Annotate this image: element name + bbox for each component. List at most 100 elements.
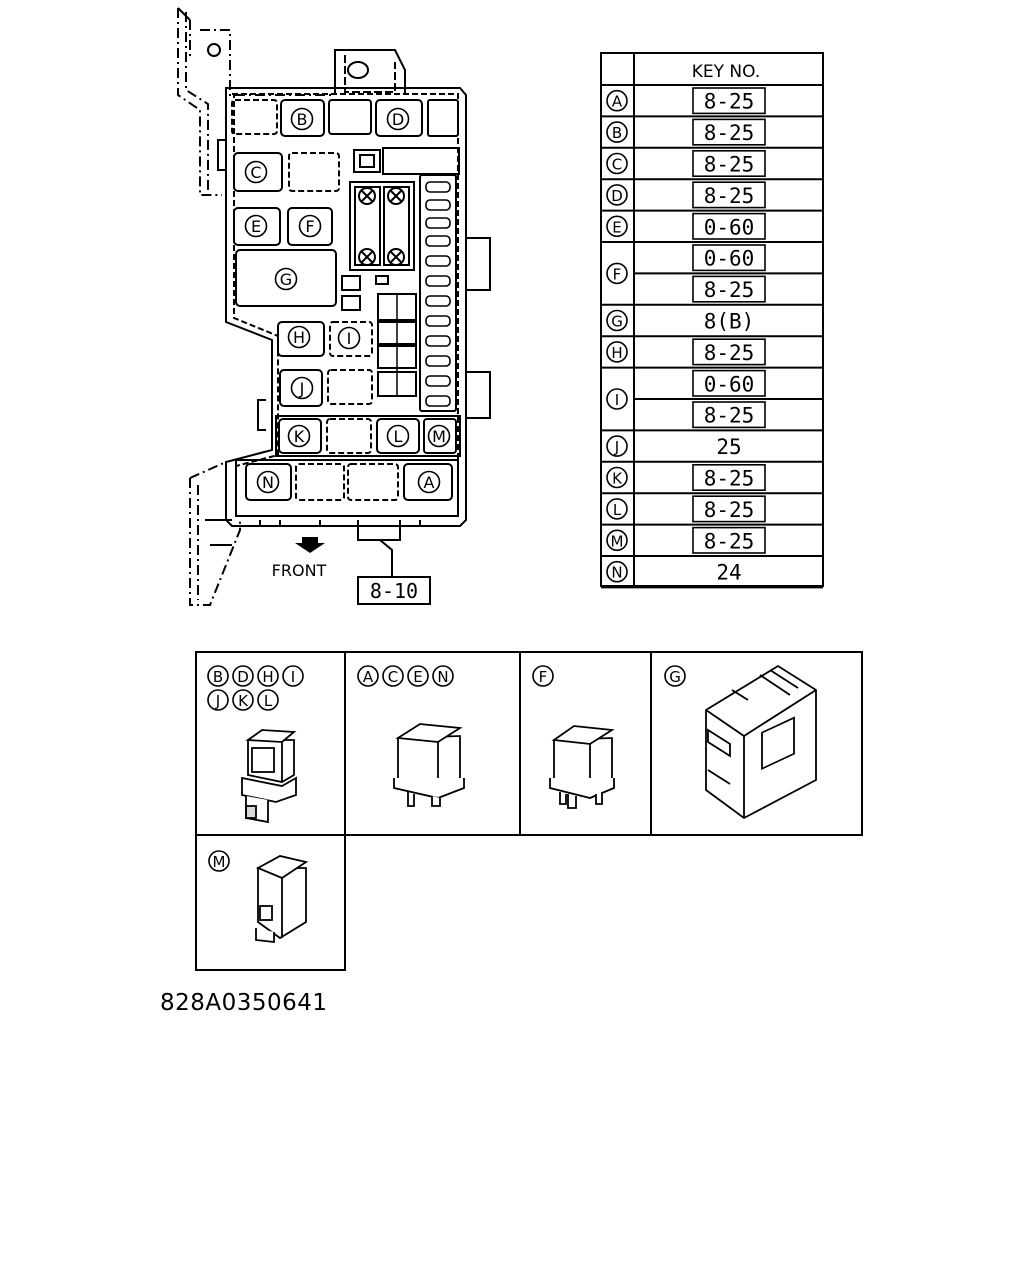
key-letter: I [615, 391, 619, 409]
key-letter-circle [606, 121, 628, 143]
front-label: FRONT [272, 561, 327, 580]
svg-text:8-10: 8-10 [370, 579, 418, 603]
svg-text:C: C [250, 163, 261, 182]
relay-letter: N [437, 668, 448, 686]
key-value-box [692, 212, 766, 240]
svg-text:J: J [299, 379, 305, 398]
relay-panel-4-labels: G [664, 665, 686, 687]
key-value-box [692, 87, 766, 115]
relay-letter-circle [257, 689, 279, 711]
box-label-m: M [427, 424, 451, 448]
box-label-c: C [244, 160, 268, 184]
key-table-row-n: N 24 [601, 560, 823, 589]
svg-text:A: A [424, 473, 435, 492]
relay-letter: L [264, 692, 273, 710]
key-value-box [692, 338, 766, 366]
key-table-row-b: B 8-25 [601, 118, 823, 149]
key-value: 0-60 [704, 372, 755, 396]
relay-letter-circle [232, 689, 254, 711]
box-label-i: I [337, 326, 361, 350]
box-label-f: F [298, 214, 322, 238]
key-letter: A [612, 93, 623, 111]
key-value-box [692, 118, 766, 146]
key-letter: B [612, 124, 622, 142]
key-value: 0-60 [704, 247, 755, 271]
key-letter-circle [606, 560, 628, 583]
key-value-box [692, 526, 766, 554]
key-letter-circle [606, 152, 628, 175]
key-value: 8-25 [704, 153, 755, 177]
key-table-row-m: M 8-25 [601, 526, 823, 557]
relay-panel-3-labels: F [532, 665, 554, 687]
key-value-box [692, 463, 766, 491]
key-letter: J [614, 438, 619, 456]
key-value: 24 [716, 561, 741, 585]
key-letter: C [612, 156, 622, 174]
relay-letter: B [213, 668, 223, 686]
key-value: 8-25 [704, 529, 755, 553]
key-letter: K [612, 470, 623, 488]
relay-letter: K [238, 692, 249, 710]
key-table-row-a: A 8-25 [601, 87, 823, 118]
relay-letter-circle [407, 665, 429, 687]
key-letter: D [611, 187, 623, 205]
key-letter: M [611, 532, 624, 550]
relay-letter: J [215, 692, 220, 710]
key-value-box [692, 369, 766, 397]
box-letter-labels: A B C D E F G H I J K L M N [244, 107, 451, 494]
key-table-row-c: C 8-25 [601, 150, 823, 181]
front-arrow-icon [295, 537, 325, 553]
key-value: 8-25 [704, 90, 755, 114]
relay-letter: A [363, 668, 374, 686]
box-label-e: E [244, 214, 268, 238]
box-label-l: L [386, 424, 410, 448]
key-table-row-k: K 8-25 [601, 463, 823, 495]
key-value: 8-25 [704, 121, 755, 145]
key-letter-circle [606, 435, 628, 457]
svg-text:D: D [392, 110, 404, 129]
svg-text:K: K [294, 427, 305, 446]
key-letter-circle [606, 529, 628, 552]
key-value-box [692, 181, 766, 209]
relay-letter-circle [382, 665, 404, 687]
box-label-a: A [417, 470, 441, 494]
key-letter: H [611, 344, 622, 362]
relay-letter: G [669, 668, 681, 686]
key-letter: L [613, 501, 622, 519]
relay-letter-circle [232, 665, 254, 687]
svg-text:H: H [293, 328, 305, 347]
key-table-row-f: F0-608-25 [601, 244, 823, 306]
box-label-n: N [256, 470, 280, 494]
key-value: 8-25 [704, 467, 755, 491]
key-letter-circle [606, 89, 628, 112]
relay-letter: H [262, 668, 273, 686]
key-letter-circle [606, 184, 628, 206]
svg-text:N: N [262, 473, 274, 492]
relay-square-3-pin-icon [549, 725, 615, 809]
svg-text:I: I [347, 329, 352, 348]
key-letter: F [613, 265, 622, 283]
key-value: 8-25 [704, 404, 755, 428]
fuse-box-components [231, 99, 461, 517]
key-table-header: KEY NO. [692, 62, 761, 82]
relay-letter-circle [357, 665, 379, 687]
key-letter: N [611, 564, 622, 582]
svg-text:G: G [280, 270, 292, 289]
relay-square-4-pin-icon [393, 723, 465, 807]
key-value-box [692, 150, 766, 178]
box-label-g: G [274, 267, 298, 291]
key-value-box [692, 401, 766, 429]
svg-text:L: L [394, 427, 403, 446]
svg-text:F: F [305, 217, 314, 236]
relay-letter-circle [207, 689, 229, 711]
relay-panel-5-labels: M [208, 850, 230, 872]
relay-tall-with-tab-icon [241, 729, 297, 824]
